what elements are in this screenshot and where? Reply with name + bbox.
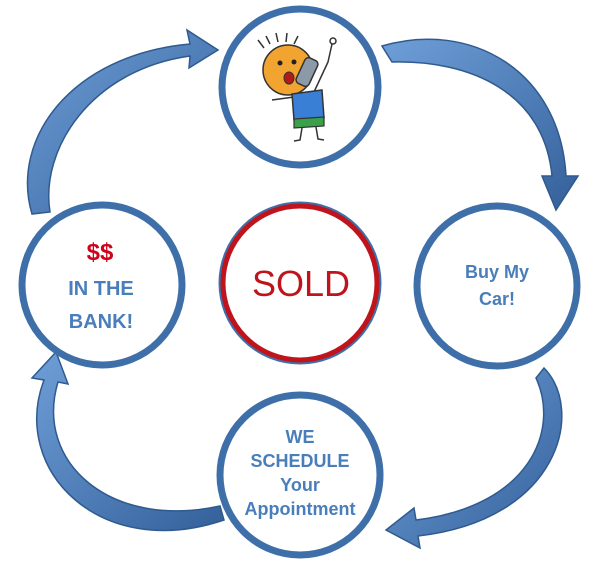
node-bottom-line-2: SCHEDULE <box>250 451 349 471</box>
money-symbol: $$ <box>87 239 114 266</box>
arrow-bottom-to-left <box>30 350 225 532</box>
node-bottom: WE SCHEDULE Your Appointment <box>216 391 384 559</box>
node-top <box>218 5 382 169</box>
node-bottom-line-4: Appointment <box>245 499 356 519</box>
arrow-right-to-bottom <box>384 366 563 550</box>
node-left-line-1: IN THE <box>68 278 134 300</box>
center-label: SOLD <box>252 263 350 304</box>
arrow-top-to-right <box>380 38 580 212</box>
node-bottom-line-1: WE <box>286 427 315 447</box>
node-right: Buy My Car! <box>413 202 581 370</box>
node-right-line-2: Car! <box>479 289 515 309</box>
node-left: $$ IN THE BANK! <box>18 201 186 369</box>
node-right-line-1: Buy My <box>465 262 529 282</box>
arrow-left-to-top <box>26 28 220 215</box>
node-center: SOLD <box>218 201 382 365</box>
node-left-line-2: BANK! <box>69 311 133 333</box>
node-bottom-line-3: Your <box>280 475 320 495</box>
cartoon-person-on-phone-icon <box>257 32 337 142</box>
